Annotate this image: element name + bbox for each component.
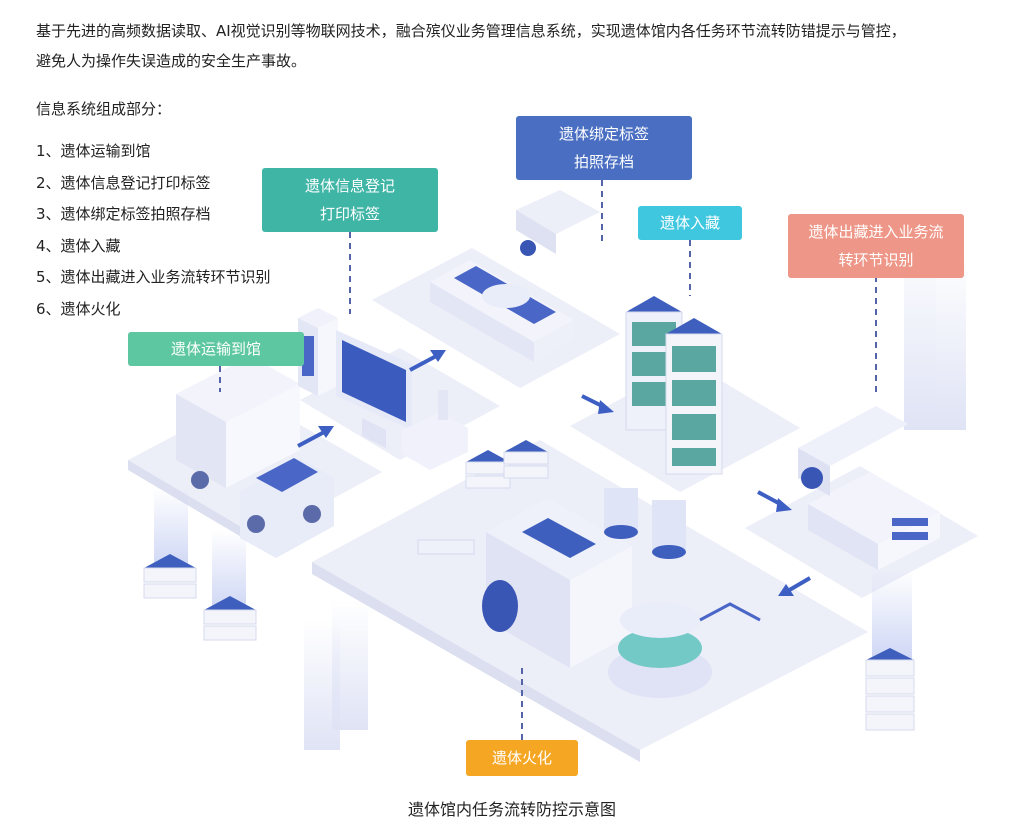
label-exit: 遗体出藏进入业务流 转环节识别 <box>788 214 964 278</box>
label-transport-text: 遗体运输到馆 <box>170 340 261 358</box>
label-transport: 遗体运输到馆 <box>128 332 304 366</box>
light-pillar <box>332 600 368 730</box>
label-exit-line2: 转环节识别 <box>838 251 914 269</box>
label-storage: 遗体入藏 <box>638 206 742 240</box>
diagram-caption: 遗体馆内任务流转防控示意图 <box>407 800 616 819</box>
component-item: 4、遗体入藏 <box>36 236 121 255</box>
register-station <box>298 308 468 470</box>
dashed-connectors <box>219 180 877 740</box>
cremation-station <box>482 488 761 698</box>
component-item: 1、遗体运输到馆 <box>36 142 151 160</box>
intro-line-2: 避免人为操作失误造成的安全生产事故。 <box>36 52 307 70</box>
label-storage-text: 遗体入藏 <box>659 214 720 232</box>
label-cremation-text: 遗体火化 <box>491 749 552 767</box>
server-stack-right <box>865 648 915 731</box>
label-bind: 遗体绑定标签 拍照存档 <box>516 116 692 180</box>
component-item: 6、遗体火化 <box>36 299 121 318</box>
light-pillar <box>872 570 912 660</box>
truck-icon <box>176 356 334 558</box>
component-item: 2、遗体信息登记打印标签 <box>36 173 211 192</box>
bind-station <box>430 190 600 362</box>
label-bind-line1: 遗体绑定标签 <box>558 125 649 143</box>
light-pillar <box>936 250 966 430</box>
label-register: 遗体信息登记 打印标签 <box>262 168 438 232</box>
label-exit-line1: 遗体出藏进入业务流 <box>808 223 944 241</box>
components-title: 信息系统组成部分： <box>36 100 172 118</box>
exit-station <box>798 406 940 570</box>
isometric-scene <box>128 180 978 762</box>
server-stack-left <box>143 554 257 641</box>
component-item: 3、遗体绑定标签拍照存档 <box>36 205 211 223</box>
flow-diagram: 遗体运输到馆 遗体信息登记 打印标签 遗体绑定标签 拍照存档 遗体入藏 遗体出藏… <box>0 100 1024 790</box>
flow-arrows <box>297 350 812 596</box>
label-register-line1: 遗体信息登记 <box>304 177 395 195</box>
component-item: 5、遗体出藏进入业务流转环节识别 <box>36 268 271 286</box>
storage-cabinets <box>625 296 723 475</box>
intro-line-1: 基于先进的高频数据读取、AI视觉识别等物联网技术，融合殡仪业务管理信息系统，实现… <box>36 22 906 40</box>
server-modules <box>417 440 549 555</box>
components-list: 1、遗体运输到馆 2、遗体信息登记打印标签 3、遗体绑定标签拍照存档 4、遗体入… <box>36 136 271 325</box>
label-bind-line2: 拍照存档 <box>573 153 634 171</box>
label-cremation: 遗体火化 <box>466 740 578 776</box>
intro-text: 基于先进的高频数据读取、AI视觉识别等物联网技术，融合殡仪业务管理信息系统，实现… <box>36 16 996 76</box>
label-register-line2: 打印标签 <box>319 205 380 223</box>
